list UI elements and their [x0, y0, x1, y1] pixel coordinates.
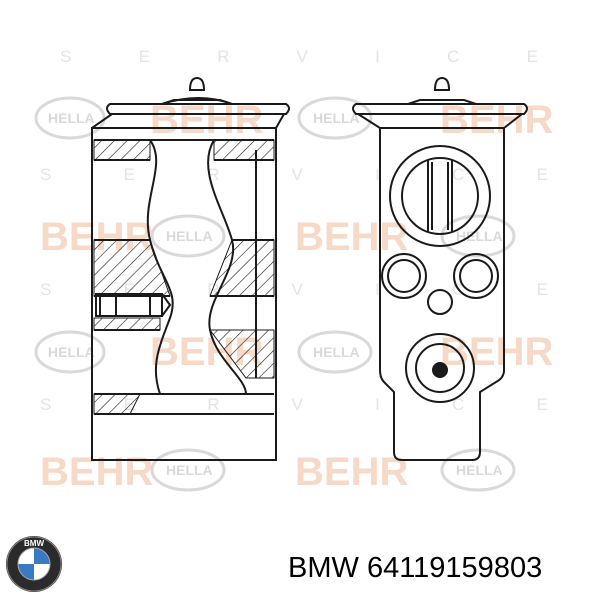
port-small-left	[381, 253, 427, 299]
front-view	[352, 76, 528, 461]
bmw-roundel-icon: BMW	[6, 536, 62, 592]
svg-text:BEHR: BEHR	[40, 450, 153, 494]
caption-part-number: 64119159803	[366, 552, 543, 584]
svg-text:SERVICE: SERVICE	[60, 47, 540, 66]
svg-text:HELLA: HELLA	[166, 228, 213, 244]
part-caption: BMW 64119159803	[288, 552, 542, 585]
hella-badge: HELLA	[150, 214, 226, 258]
svg-text:BMW: BMW	[24, 539, 44, 548]
hella-badge: HELLA	[34, 330, 106, 374]
svg-text:HELLA: HELLA	[48, 344, 95, 360]
hella-badge: HELLA	[297, 96, 373, 140]
svg-text:BEHR: BEHR	[150, 98, 263, 142]
svg-text:BEHR: BEHR	[295, 215, 408, 259]
svg-text:HELLA: HELLA	[456, 228, 503, 244]
caption-brand: BMW	[288, 552, 359, 584]
watermark-behr-row-1: BEHR BEHR	[150, 98, 553, 142]
port-bottom	[405, 333, 475, 403]
hella-badge: HELLA	[440, 448, 516, 492]
hella-badge: HELLA	[34, 96, 106, 140]
svg-text:HELLA: HELLA	[313, 344, 360, 360]
plunger-pin	[95, 293, 172, 317]
section-view	[91, 76, 290, 461]
hella-badge: HELLA	[440, 214, 516, 258]
svg-text:BEHR: BEHR	[295, 450, 408, 494]
svg-text:BEHR: BEHR	[440, 98, 553, 142]
hella-badge: HELLA	[150, 448, 226, 492]
svg-text:HELLA: HELLA	[48, 110, 95, 126]
hella-badge: HELLA	[297, 330, 373, 374]
watermark-behr-row-4: BEHR BEHR	[40, 450, 408, 494]
port-small-right	[453, 253, 499, 299]
svg-text:HELLA: HELLA	[313, 110, 360, 126]
watermark-hella-badges: HELLA HELLA HELLA HELLA HELLA HELLA	[34, 96, 516, 492]
svg-text:HELLA: HELLA	[166, 462, 213, 478]
port-center	[427, 289, 453, 315]
port-large	[389, 145, 491, 247]
svg-text:HELLA: HELLA	[456, 462, 503, 478]
svg-text:SERVICE: SERVICE	[40, 165, 550, 184]
